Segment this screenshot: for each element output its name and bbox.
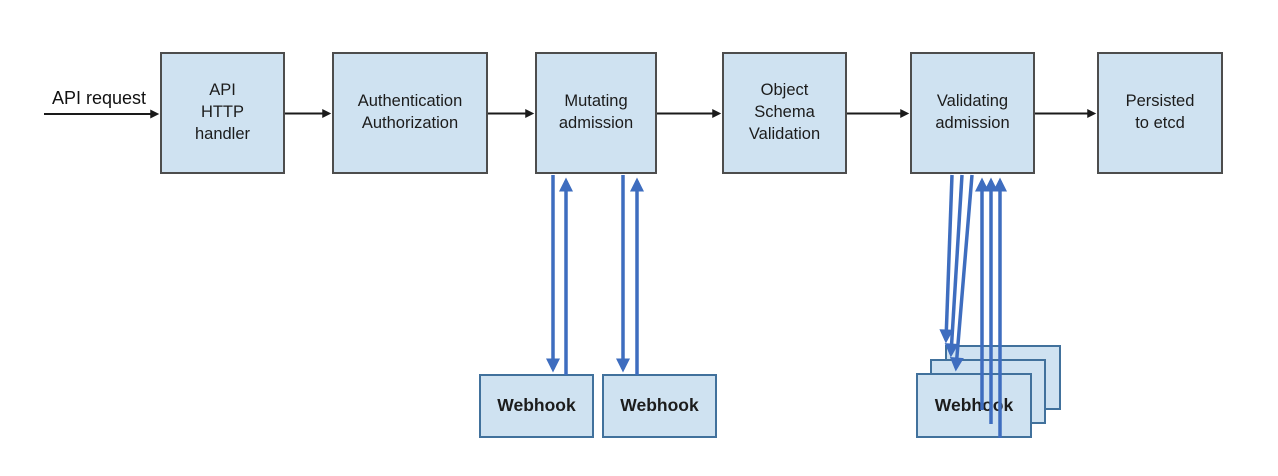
- mutating-webhook-2: Webhook: [602, 374, 717, 438]
- validating-webhook-front: Webhook: [916, 373, 1032, 438]
- node-object-schema-validation: Object Schema Validation: [722, 52, 847, 174]
- node-mutating-admission: Mutating admission: [535, 52, 657, 174]
- node-authentication-authorization: Authentication Authorization: [332, 52, 488, 174]
- validating-webhook-request-arrow-2: [944, 174, 964, 358]
- validating-webhook-request-arrow-1: [939, 174, 954, 344]
- node-validating-admission: Validating admission: [910, 52, 1035, 174]
- mutating-webhook-1: Webhook: [479, 374, 594, 438]
- node-api-http-handler: API HTTP handler: [160, 52, 285, 174]
- validating-webhook-request-arrow-3: [949, 174, 974, 372]
- node-persisted-to-etcd: Persisted to etcd: [1097, 52, 1223, 174]
- api-request-label: API request: [51, 88, 147, 108]
